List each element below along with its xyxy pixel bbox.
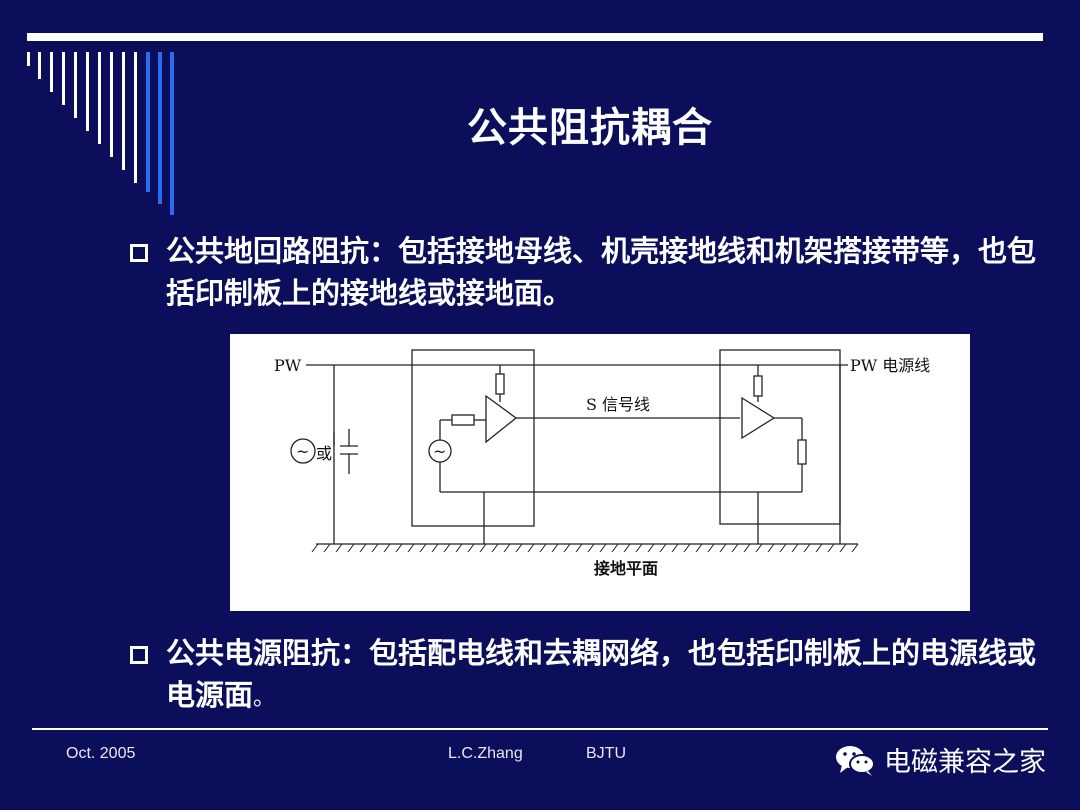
- pw-right-label: PW 电源线: [850, 356, 930, 375]
- ground-plane-label: 接地平面: [594, 559, 658, 578]
- wechat-icon: [836, 745, 875, 776]
- bullet-common-power-impedance: 公共电源阻抗：包括配电线和去耦网络，也包括印制板上的电源线或电源面。: [130, 632, 1050, 720]
- ac-source-inner-icon: ~: [433, 442, 446, 461]
- footer-author: L.C.Zhang: [448, 745, 523, 762]
- footer-org: BJTU: [586, 745, 626, 762]
- hollow-square-bullet-icon: [130, 244, 148, 262]
- or-label: 或: [316, 444, 332, 463]
- signal-line-label: S 信号线: [586, 395, 650, 414]
- pw-left-label: PW: [274, 356, 302, 375]
- bullet-text: 公共电源阻抗：包括配电线和去耦网络，也包括印制板上的电源线或电源面: [166, 636, 1037, 712]
- decorative-bars: [27, 52, 174, 215]
- hollow-square-bullet-icon: [130, 646, 148, 664]
- slide-title: 公共阻抗耦合: [467, 105, 713, 151]
- brand-watermark: 电磁兼容之家: [834, 740, 1046, 779]
- bullet-text: 公共地回路阻抗：包括接地母线、机壳接地线和机架搭接带等，也包括印制板上的接地线或…: [166, 234, 1037, 310]
- circuit-diagram: PW PW 电源线 S 信号线 或 ~ ~ 接地平面: [230, 334, 970, 611]
- bullet-tail: 。: [253, 686, 276, 711]
- bullet-common-ground-impedance: 公共地回路阻抗：包括接地母线、机壳接地线和机架搭接带等，也包括印制板上的接地线或…: [130, 230, 1050, 314]
- bottom-rule: [32, 728, 1048, 730]
- brand-name: 电磁兼容之家: [884, 747, 1046, 778]
- ac-source-left-icon: ~: [296, 442, 309, 461]
- footer-date: Oct. 2005: [66, 745, 136, 762]
- top-rule: [27, 33, 1043, 41]
